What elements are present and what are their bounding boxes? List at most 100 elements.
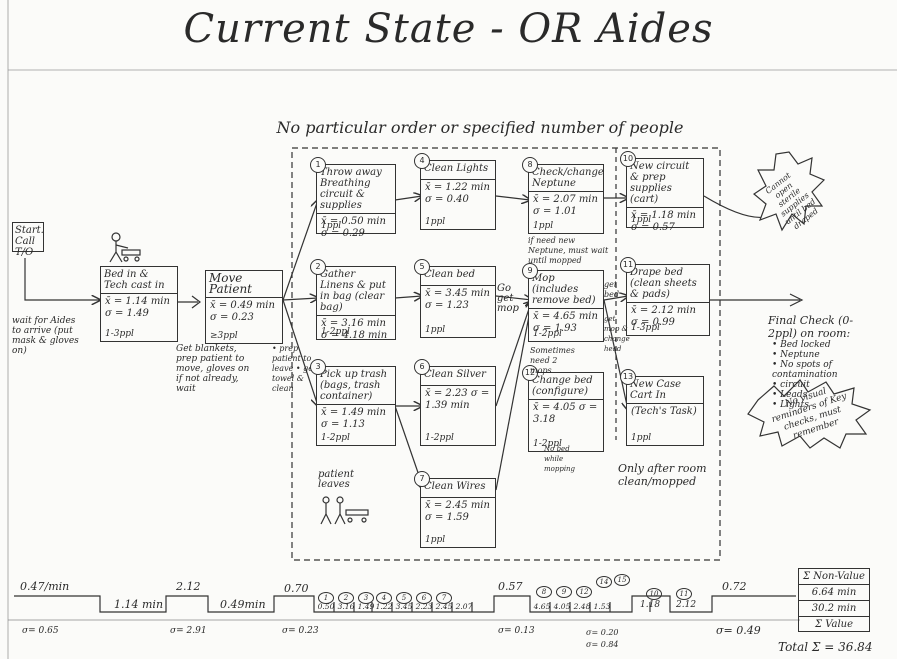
step-people: 1-2ppl [425,433,454,443]
step-name: New circuit & prep supplies (cart) [627,159,703,208]
step-people: 1-2ppl [533,439,562,449]
step-number: 6 [414,359,430,375]
timeline-cell: 4.05 [553,602,571,611]
timeline-label: 1.18 [640,600,661,610]
prep-note: • prep patient to leave • get towel & cl… [272,344,317,393]
go-get-mop-note: Go get mop [497,283,519,314]
step-stats: x̄ = 1.18 min σ = 0.57 [631,210,696,233]
step-number: 2 [310,259,326,275]
final-check-list: • Bed locked • Neptune • No spots of con… [772,340,882,410]
sigma-label: σ= 0.49 [716,624,761,637]
timeline-label: 0.72 [722,580,747,593]
step-people: 1-3ppl [631,323,660,333]
process-box-move-patient: Move Patient x̄ = 0.49 min σ = 0.23 ≥3pp… [205,270,283,344]
timeline-step-number: 11 [676,588,692,600]
timeline-step-number: 14 [596,576,612,588]
step-stats: x̄ = 2.07 min σ = 1.01 [533,194,598,217]
legend-row: Σ Non-Value [799,569,869,585]
step-stats: x̄ = 0.50 min σ = 0.29 [321,216,386,239]
step-people: 1ppl [425,217,446,227]
step-name: Drape bed (clean sheets & pads) [627,265,709,303]
timeline-step-number: 8 [536,586,552,598]
process-box-bed-in: Bed in & Tech cast in x̄ = 1.14 min σ = … [100,266,178,342]
step-name: Change bed (configure) [529,373,603,400]
timeline-label: 2.12 [176,580,201,593]
timeline-cell: 3.45 [395,602,413,611]
timeline-step-number: 1 [318,592,334,604]
step-number: 10 [620,151,636,167]
final-item: • Leads [772,390,808,400]
step-stats: x̄ = 2.12 min σ = 0.99 [631,305,696,328]
step-name: Mop (includes remove bed) [529,271,603,309]
step-name: Check/change Neptune [529,165,604,192]
step-people: 1ppl [631,215,652,225]
timeline-label: 0.47/min [20,580,70,593]
sigma-label: σ= 0.84 [586,640,619,649]
step-people: 1-2ppl [321,433,350,443]
timeline-cell: 2.07 [455,602,473,611]
step-name: Pick up trash (bags, trash container) [317,367,395,405]
timeline-cell: 2.48 [573,602,591,611]
timeline-cell: 1.22 [375,602,393,611]
timeline-cell: 2.45 [435,602,453,611]
sigma-label: σ= 2.91 [170,626,207,636]
step-number: 13 [620,369,636,385]
get-mop-note: get mop & change head [604,315,630,353]
step-name: Gather Linens & put in bag (clear bag) [317,267,395,316]
time-legend: Σ Non-Value 6.64 min 30.2 min Σ Value [798,568,870,632]
wait-note: wait for Aides to arrive (put mask & glo… [12,316,79,356]
no-mop-note: No bed while mopping [544,445,576,473]
legend-row: 30.2 min [799,601,869,617]
timeline-cell: 1.53 [593,602,611,611]
step-name: Clean Lights [421,161,495,180]
step-stats: x̄ = 2.45 min σ = 1.59 [425,500,490,523]
timeline-cell: 2.23 [415,602,433,611]
timeline-label: 0.49min [220,598,266,611]
final-item: • circuit [772,380,810,390]
step-number: 5 [414,259,430,275]
step-stats: x̄ = 4.65 min σ = 1.93 [533,311,598,334]
cloud-callout-1 [752,151,826,232]
timeline-label: 1.14 min [114,598,164,611]
timeline-step-number: 9 [556,586,572,598]
step-name: Throw away Breathing circuit & supplies [317,165,395,214]
cloud-callout-2 [747,379,872,449]
get-bed-note: get bed [604,280,619,299]
final-item: • Lights [772,400,809,410]
timeline-cell: 3.16 [337,602,355,611]
final-item: • Bed locked [772,340,831,350]
step-people: 1-2ppl [533,329,562,339]
timeline-step-number: 2 [338,592,354,604]
step-number: 3 [310,359,326,375]
timeline-step-number: 7 [436,592,452,604]
step-number: 1 [310,157,326,173]
step-stats: x̄ = 3.16 min σ = 4.18 min [321,318,388,341]
step-name: Clean bed [421,267,495,286]
person-cart-icon [109,232,141,263]
patient-leaves-note: patient leaves [318,469,354,490]
patient-leaves-icon [320,496,369,525]
timeline-cell: 4.65 [533,602,551,611]
step-number: 8 [522,157,538,173]
sigma-label: σ= 0.65 [22,626,59,636]
step-people: 1ppl [425,325,446,335]
sigma-label: σ= 0.13 [498,626,535,636]
step-people: 1ppl [631,433,652,443]
timeline-label: 2.12 [676,600,697,610]
step-stats: x̄ = 2.23 σ = 1.39 min [425,388,490,411]
subtitle: No particular order or specified number … [276,118,684,137]
step-number: 12 [522,365,538,381]
timeline-step-number: 3 [358,592,374,604]
timeline-cell: 1.49 [357,602,375,611]
step-number: 9 [522,263,538,279]
step-people: 1ppl [533,221,554,231]
